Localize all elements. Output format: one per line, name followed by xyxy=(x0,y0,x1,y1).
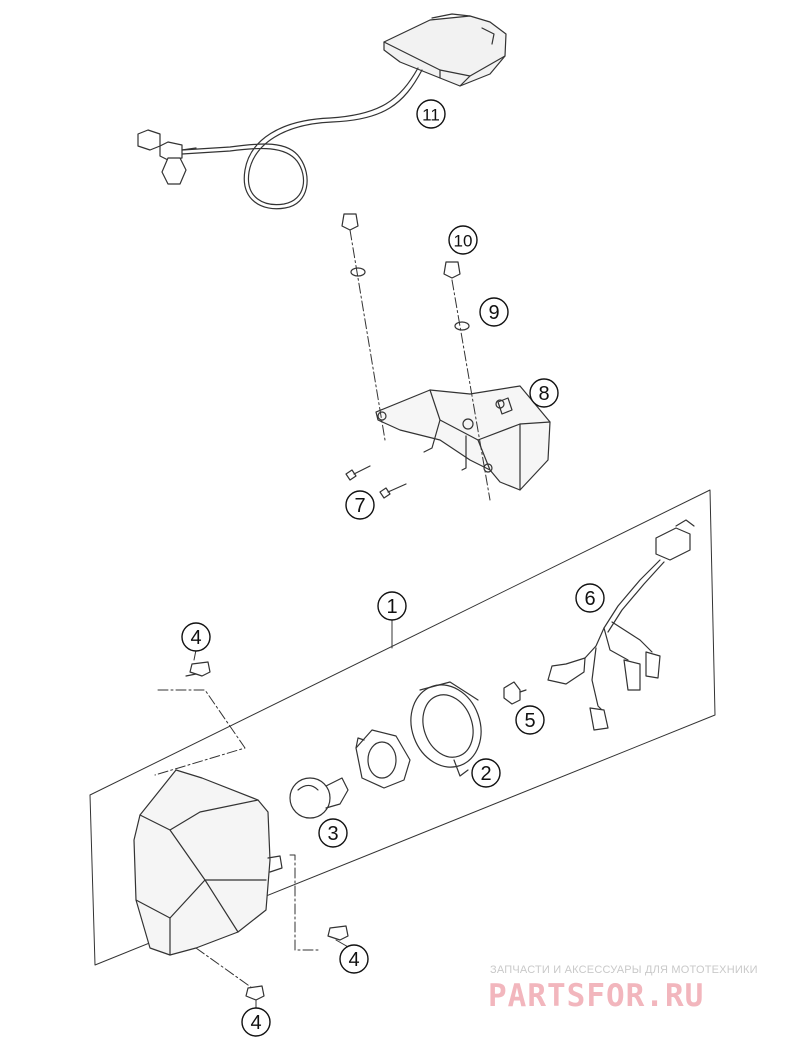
bulb-holder-part xyxy=(355,729,411,789)
callout-label-7: 7 xyxy=(354,495,365,517)
assembly-outline xyxy=(89,489,716,966)
callout-label-3: 3 xyxy=(327,823,338,845)
callout-circle-11 xyxy=(416,99,446,129)
screw-part-10 xyxy=(341,213,461,279)
callout-label-1: 1 xyxy=(386,596,397,618)
callout-label-8: 8 xyxy=(538,383,549,405)
callout-circle-4a xyxy=(181,622,211,652)
parking-bulb-part xyxy=(503,681,527,705)
watermark-tagline: ЗАПЧАСТИ И АКСЕССУАРЫ ДЛЯ МОТОТЕХНИКИ xyxy=(490,964,758,976)
callout-label-2: 2 xyxy=(480,763,491,785)
screw-part-7 xyxy=(345,465,407,499)
callout-circle-7 xyxy=(345,490,375,520)
headlight-bulb-part xyxy=(289,777,349,819)
assembly-lines xyxy=(154,229,491,991)
callout-label-9: 9 xyxy=(488,302,499,324)
callout-label-4c: 4 xyxy=(250,1012,261,1034)
callout-label-11: 11 xyxy=(422,106,440,125)
reflector-ring-part xyxy=(410,681,482,777)
instrument-unit-part xyxy=(137,13,507,210)
callout-label-5: 5 xyxy=(524,710,535,732)
callout-label-10: 10 xyxy=(454,232,473,251)
callout-circle-4c xyxy=(241,1007,271,1037)
callout-circle-1 xyxy=(377,591,407,621)
callout-circle-2 xyxy=(471,758,501,788)
headlight-housing-part xyxy=(133,769,283,956)
callout-label-6: 6 xyxy=(584,588,595,610)
callout-circle-9 xyxy=(479,297,509,327)
watermark-logo: PARTSFOR.RU xyxy=(488,978,705,1014)
screw-part-4 xyxy=(185,661,349,1001)
callout-label-4b: 4 xyxy=(348,949,359,971)
callout-circle-4b xyxy=(339,944,369,974)
callout-circle-8 xyxy=(529,378,559,408)
bracket-part xyxy=(375,385,551,491)
callout-circle-6 xyxy=(575,583,605,613)
callout-label-4a: 4 xyxy=(190,627,201,649)
wiring-harness-part xyxy=(547,519,695,731)
callout-circle-3 xyxy=(318,818,348,848)
callout-circle-5 xyxy=(515,705,545,735)
callout-circles xyxy=(181,99,605,1037)
callout-circle-10 xyxy=(448,225,478,255)
washer-part-9 xyxy=(350,267,470,331)
